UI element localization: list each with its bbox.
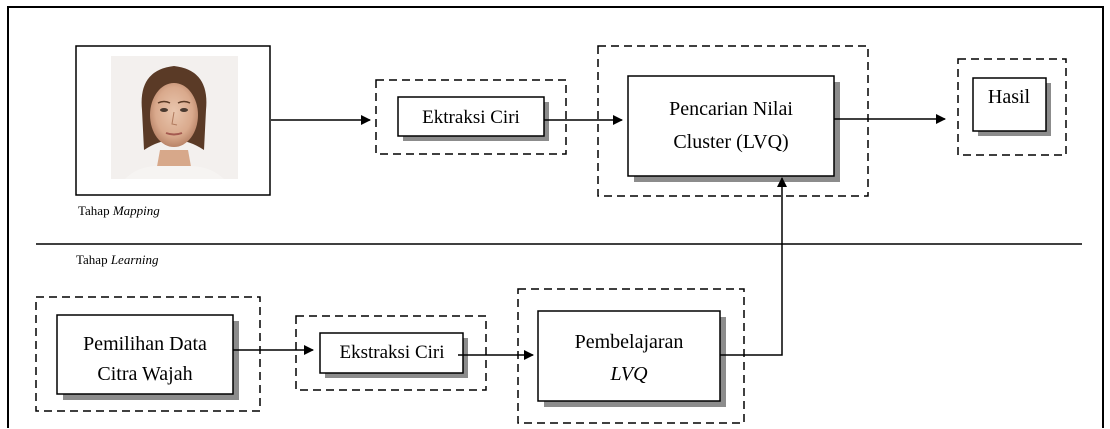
extraction-bottom-dashed-frame [295, 315, 487, 391]
result-dashed-frame [957, 58, 1067, 156]
search-cluster-label-line1: Pencarian Nilai [669, 98, 793, 120]
extraction-bottom-group: Ekstraksi Ciri [295, 315, 487, 391]
learning-lvq-box [537, 310, 721, 402]
search-cluster-group: Pencarian Nilai Cluster (LVQ) [597, 45, 869, 197]
extraction-top-box [397, 96, 545, 137]
data-selection-dashed-frame [35, 296, 261, 412]
extraction-bottom-label: Ekstraksi Ciri [339, 342, 444, 363]
outer-frame [7, 6, 1104, 428]
result-box [972, 77, 1047, 132]
extraction-top-dashed-frame [375, 79, 567, 155]
learning-lvq-group: Pembelajaran LVQ [517, 288, 745, 424]
data-selection-label-line2: Citra Wajah [97, 363, 192, 385]
result-group: Hasil [957, 58, 1067, 156]
search-cluster-box [627, 75, 835, 177]
data-selection-label-line1: Pemilihan Data [83, 333, 207, 355]
arrow-learning-to-search [720, 177, 787, 356]
learning-lvq-label-line2: LVQ [609, 363, 648, 385]
data-selection-group: Pemilihan Data Citra Wajah [35, 296, 261, 412]
extraction-bottom-box [319, 332, 464, 374]
learning-lvq-label-line1: Pembelajaran [575, 331, 684, 353]
result-label: Hasil [988, 86, 1031, 108]
search-cluster-dashed-frame [597, 45, 869, 197]
extraction-top-label: Ektraksi Ciri [422, 107, 520, 128]
data-selection-box [56, 314, 234, 395]
input-image [75, 45, 271, 196]
learning-lvq-dashed-frame [517, 288, 745, 424]
mapping-stage-label: Tahap Mapping [78, 203, 160, 218]
extraction-top-group: Ektraksi Ciri [375, 79, 567, 155]
search-cluster-label-line2: Cluster (LVQ) [673, 131, 788, 153]
learning-stage-label: Tahap Learning [76, 252, 159, 267]
face-photo [111, 56, 238, 179]
